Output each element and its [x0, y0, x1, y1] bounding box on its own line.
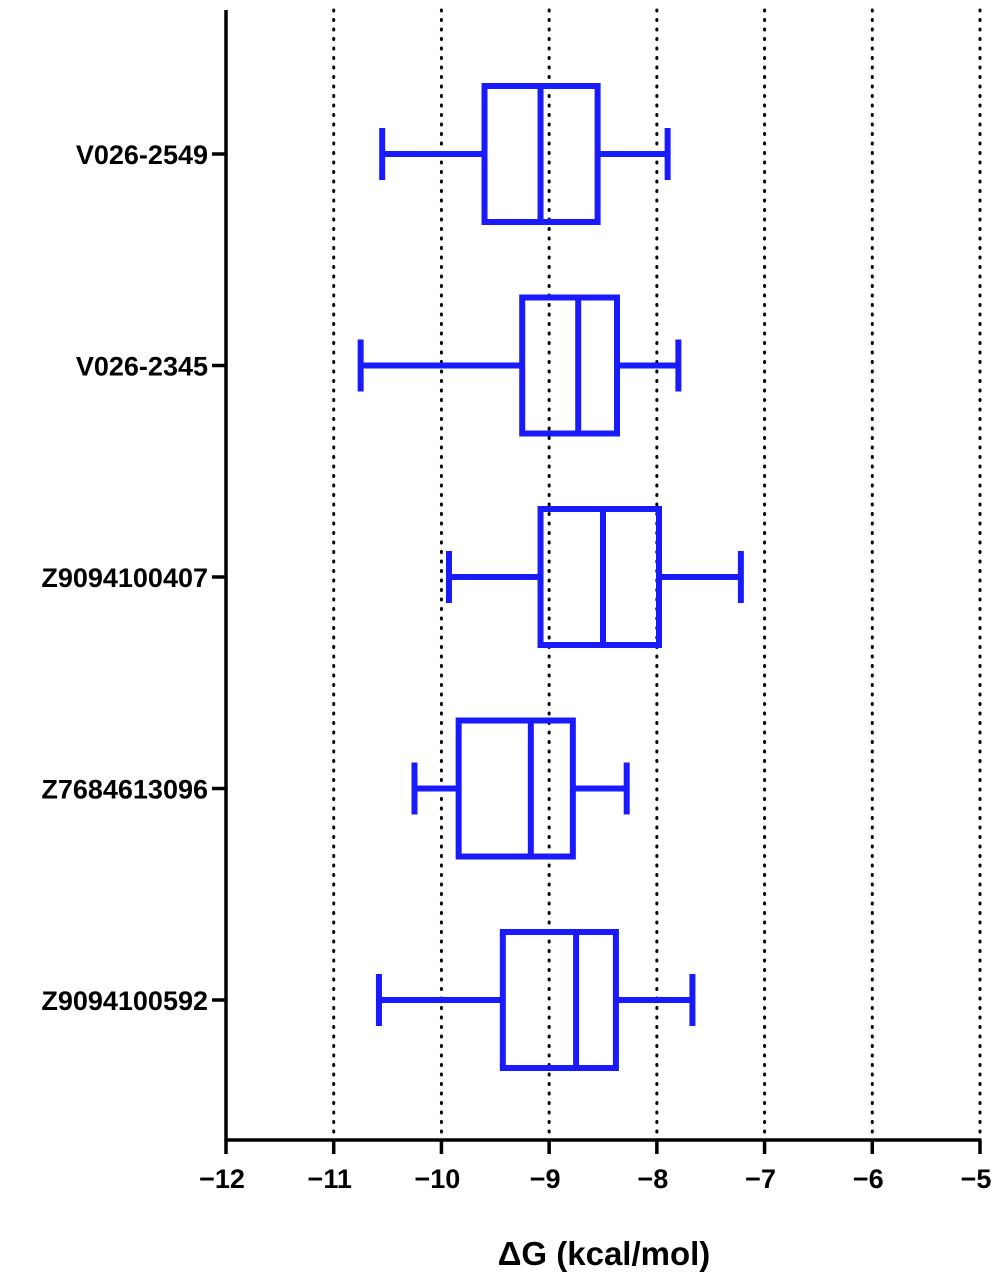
box-group — [445, 506, 744, 648]
x-axis-title: ΔG (kcal/mol) — [498, 1235, 711, 1272]
boxes — [357, 83, 744, 1071]
x-tick-label: −7 — [745, 1164, 776, 1194]
x-tick-label: −10 — [415, 1164, 461, 1194]
box-group — [411, 717, 630, 860]
labels: −12 −11 −10 −9 −8 −7 −6 −5 V026-2549V026-2345Z90… — [41, 140, 991, 1194]
gridlines — [332, 8, 982, 1142]
box-group — [379, 83, 671, 225]
box-group — [357, 294, 682, 437]
iqr-box — [519, 294, 621, 437]
category-label: Z7684613096 — [41, 775, 208, 805]
x-tick-label: −9 — [530, 1164, 561, 1194]
x-tick-label: −12 — [199, 1164, 245, 1194]
x-tick-label: −11 — [308, 1164, 352, 1194]
category-label: Z9094100592 — [41, 986, 208, 1016]
x-tick-label: −5 — [961, 1164, 992, 1194]
category-label: V026-2549 — [76, 140, 208, 170]
category-label: V026-2345 — [76, 352, 208, 382]
x-tick-label: −8 — [637, 1164, 668, 1194]
box-group — [375, 929, 696, 1071]
x-tick-label: −6 — [853, 1164, 884, 1194]
iqr-box — [499, 929, 619, 1071]
iqr-box — [537, 506, 663, 648]
category-label: Z9094100407 — [41, 563, 208, 593]
iqr-box — [455, 717, 576, 860]
axes — [212, 10, 982, 1154]
